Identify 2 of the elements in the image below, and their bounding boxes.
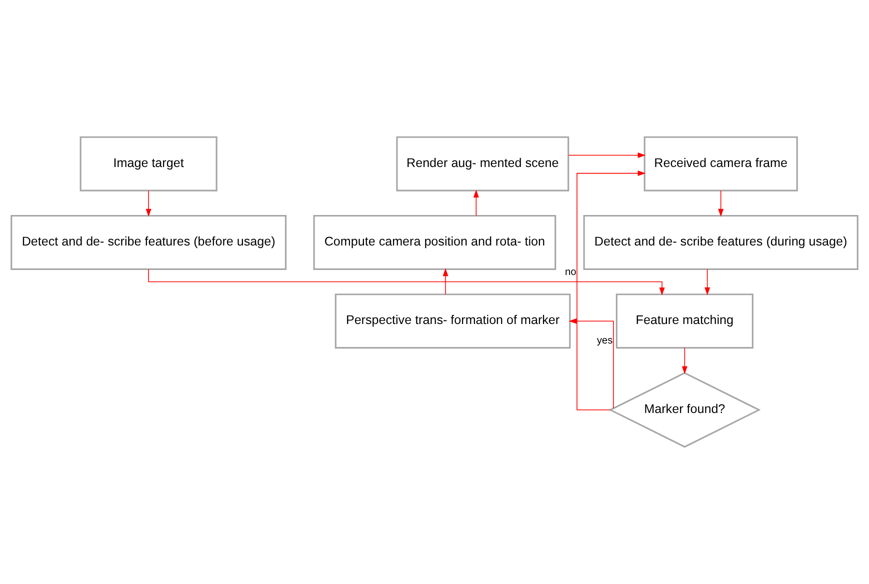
edge-label: yes [596,335,613,346]
edge-label: no [565,266,576,278]
